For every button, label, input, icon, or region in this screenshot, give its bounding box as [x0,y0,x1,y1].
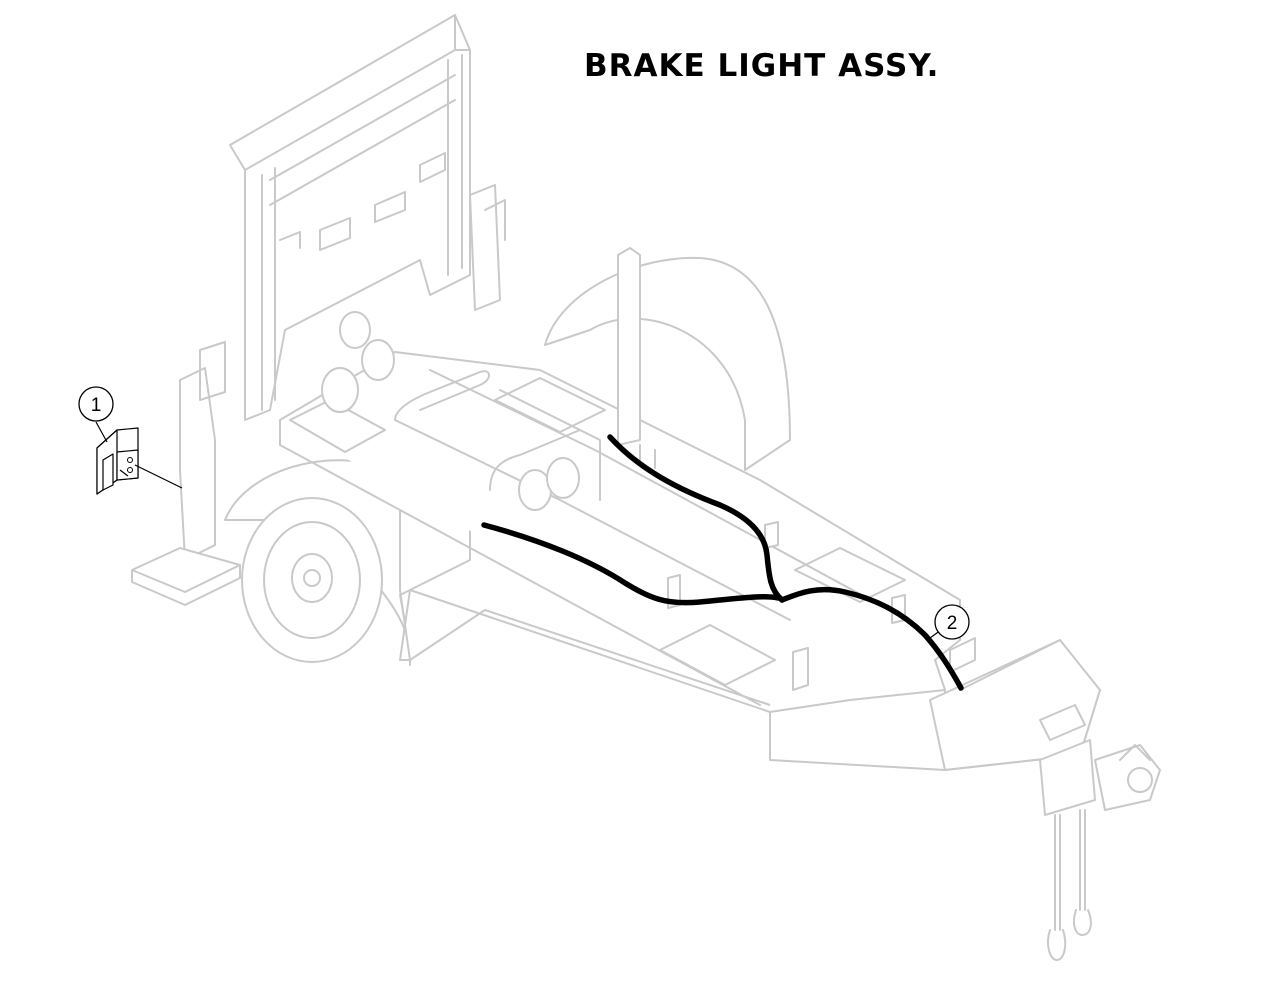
trailer-drawing [131,14,1161,961]
wiring-harness [481,434,964,691]
callout-2: 2 [929,604,970,640]
diagram-title: BRAKE LIGHT ASSY. [584,48,940,84]
callout-2-label: 2 [947,613,958,634]
callout-1: 1 [78,386,114,443]
brake-light [96,427,183,495]
callout-1-label: 1 [91,395,102,416]
